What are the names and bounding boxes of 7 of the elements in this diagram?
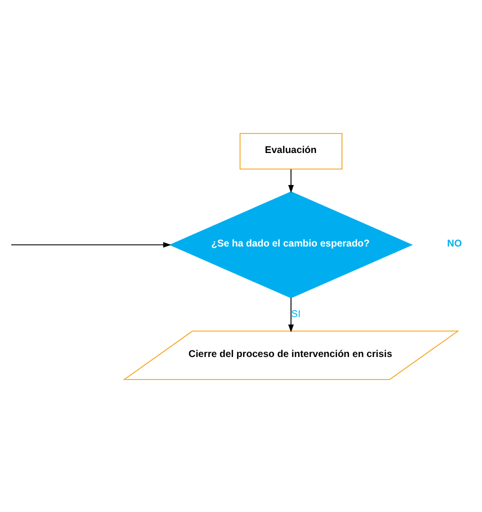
label: NO: [446, 238, 462, 250]
arrow: [288, 168, 294, 193]
edge-label: SI: [290, 308, 300, 320]
arrow: [11, 242, 171, 248]
node-box: Evaluación: [239, 132, 342, 170]
arrow: [288, 297, 294, 332]
node-diamond: ¿Se ha dado el cambio esperado?: [168, 190, 412, 298]
